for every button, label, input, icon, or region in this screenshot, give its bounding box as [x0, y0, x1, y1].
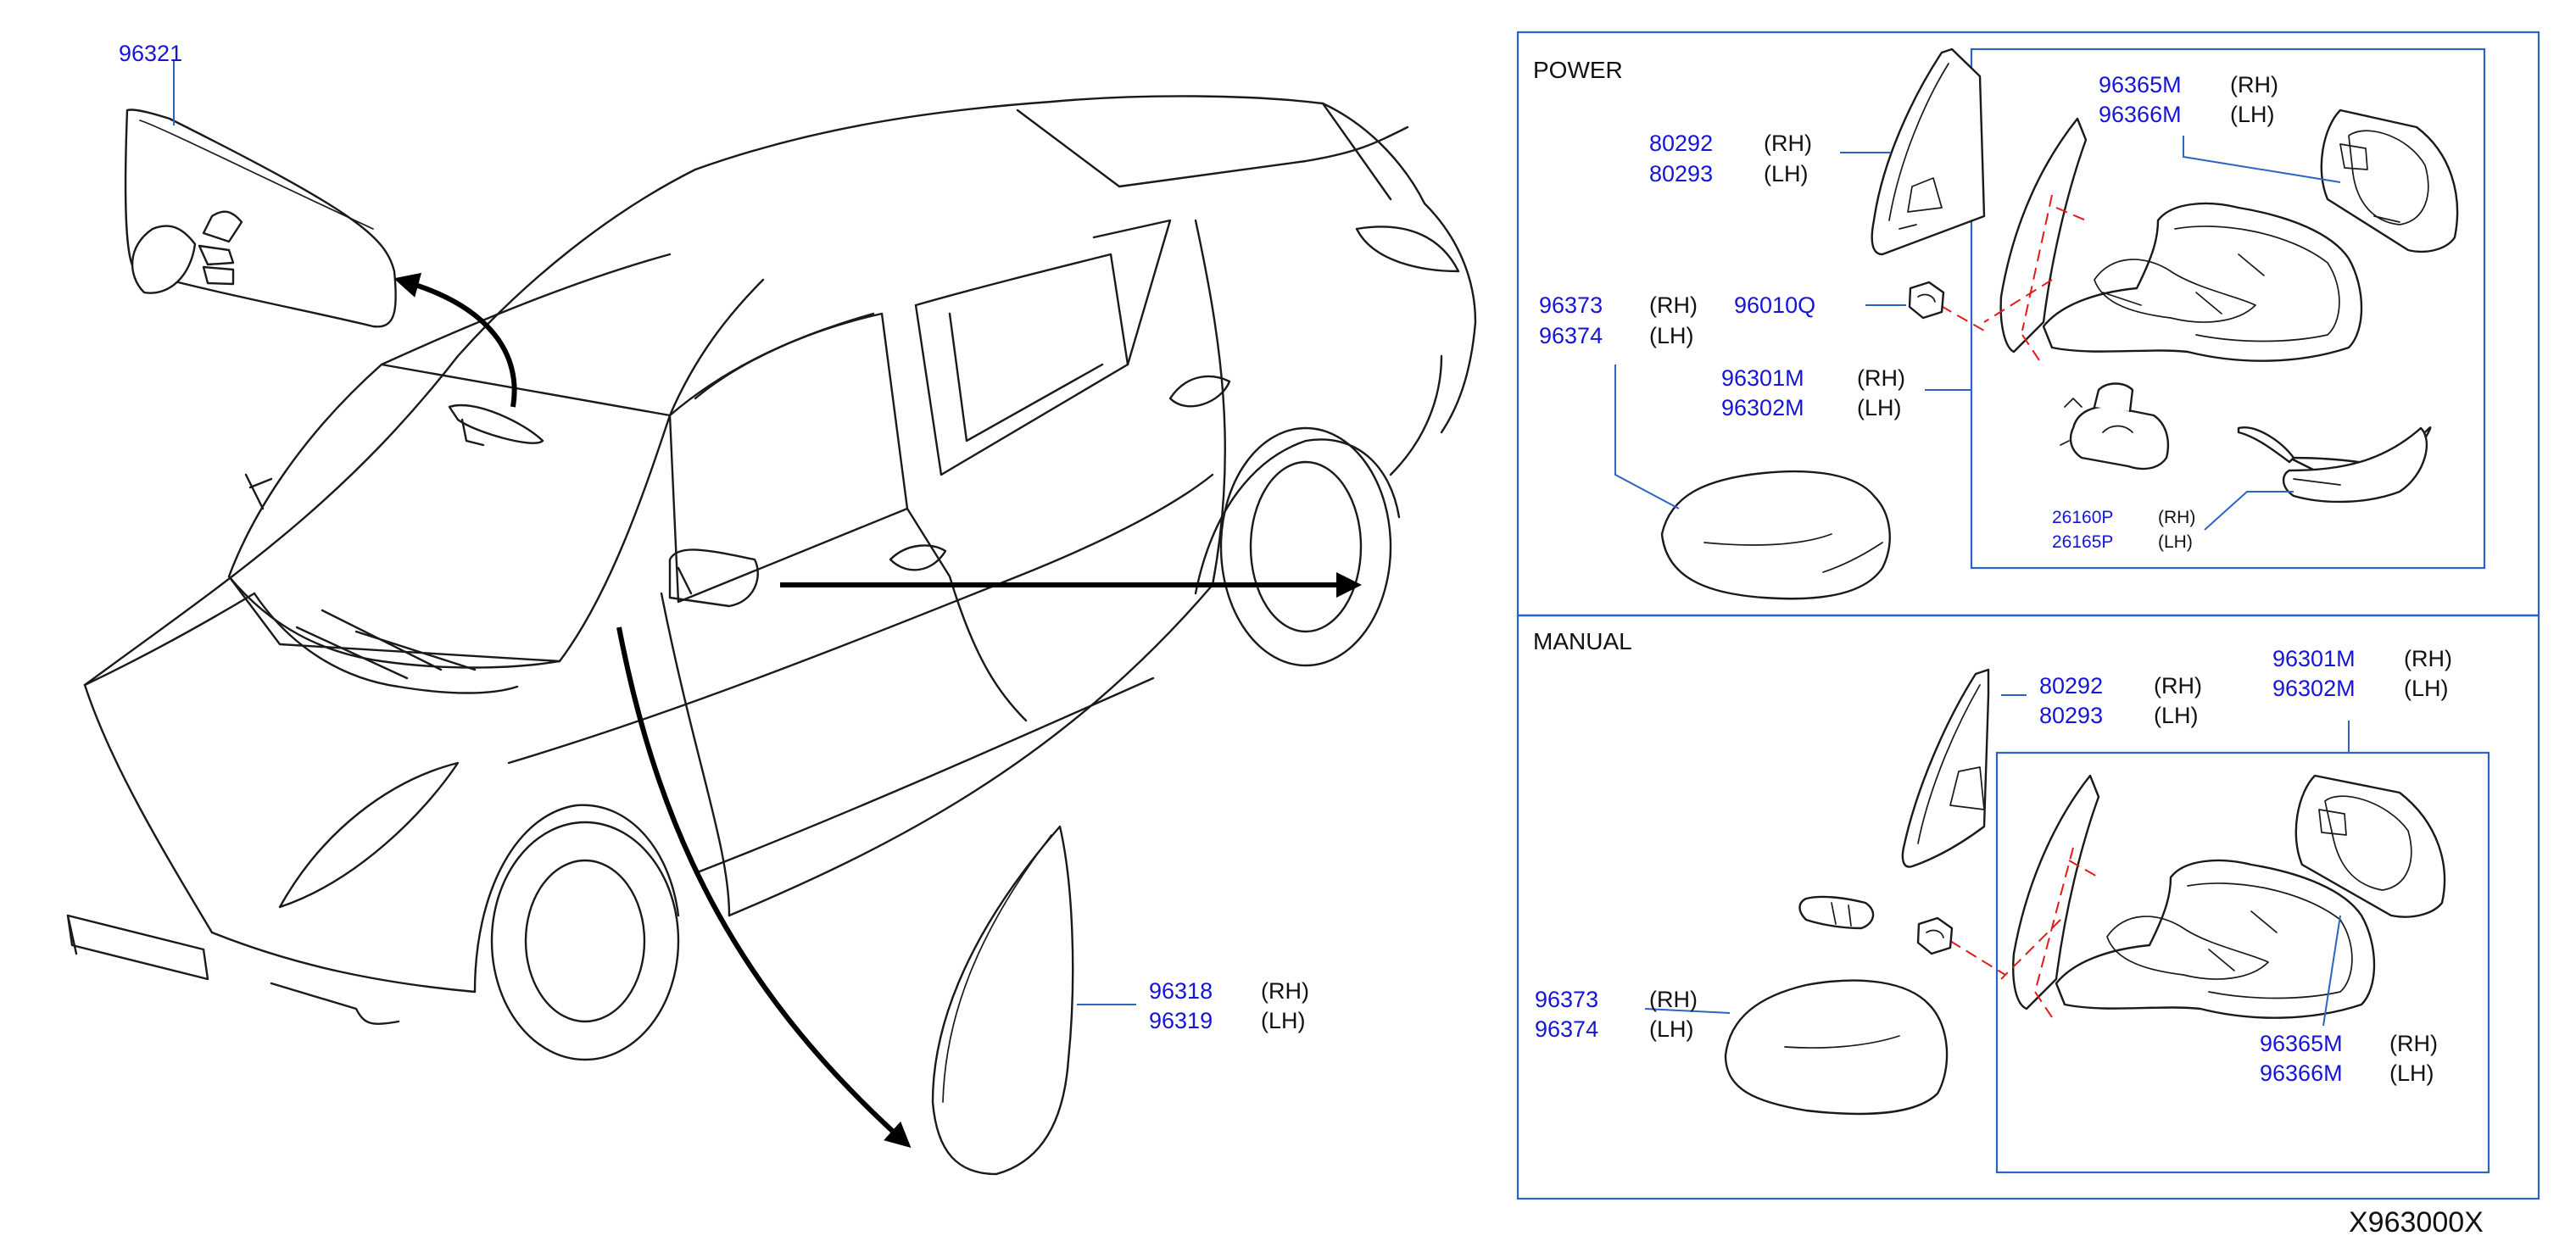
- side-label: (LH): [2230, 102, 2275, 127]
- part-number-label: 96010Q: [1734, 292, 1815, 318]
- side-label: (LH): [1764, 161, 1809, 186]
- manual-panel: [1516, 614, 2540, 1200]
- power-assembly-box: [1970, 47, 2486, 570]
- car-outline-icon: [66, 95, 1477, 1061]
- side-label: (LH): [2389, 1060, 2434, 1086]
- mirror-base-nut-icon: [1908, 281, 1945, 320]
- side-label: (RH): [1261, 978, 1309, 1004]
- part-number-label: 80293: [2039, 703, 2103, 728]
- mirror-glass-icon: [2294, 774, 2446, 918]
- part-number-label: 96301M: [2272, 646, 2356, 671]
- mirror-cover-icon: [1724, 979, 1949, 1116]
- side-label: (RH): [2404, 646, 2452, 671]
- part-number-label: 96318: [1149, 978, 1213, 1004]
- part-number-label: 96373: [1535, 987, 1598, 1012]
- side-label: (RH): [1764, 131, 1812, 156]
- part-number-label: 96319: [1149, 1008, 1213, 1033]
- inside-rearview-mirror-icon: [124, 109, 397, 328]
- side-label: (LH): [1857, 395, 1902, 420]
- part-number-label: 80292: [2039, 673, 2103, 699]
- manual-assembly-box: [1995, 751, 2490, 1174]
- part-number-label: 96374: [1535, 1016, 1598, 1042]
- outside-door-mirror-icon: [2012, 774, 2376, 1019]
- side-label: (LH): [1649, 323, 1694, 348]
- part-number-label: 96301M: [1721, 365, 1804, 391]
- part-number-label: 80292: [1649, 131, 1713, 156]
- part-number-label: 96365M: [2260, 1031, 2343, 1056]
- side-label: (RH): [1649, 987, 1698, 1012]
- mirror-base-nut-icon: [1916, 916, 1954, 955]
- part-number-label: 96365M: [2099, 72, 2182, 97]
- part-number-label: 96373: [1539, 292, 1603, 318]
- side-turn-lamp-icon: [2237, 426, 2432, 504]
- part-number-label: 26165P: [2052, 532, 2113, 552]
- mirror-motor-icon: [1798, 895, 1875, 930]
- side-label: (RH): [1649, 292, 1698, 318]
- mirror-glass-icon: [2320, 109, 2459, 253]
- part-number-label: 26160P: [2052, 508, 2113, 527]
- section-title: MANUAL: [1533, 628, 1632, 654]
- door-corner-finisher-icon: [1901, 668, 1990, 868]
- part-number-label: 80293: [1649, 161, 1713, 186]
- door-corner-finisher-icon: [1871, 47, 1986, 256]
- mirror-cover-icon: [1660, 470, 1891, 600]
- part-number-label: 96366M: [2099, 102, 2182, 127]
- part-number-label: 96374: [1539, 323, 1603, 348]
- mirror-glass-icon: [931, 825, 1074, 1176]
- side-label: (RH): [2230, 72, 2278, 97]
- side-label: (LH): [1649, 1016, 1694, 1042]
- side-label: (RH): [2158, 508, 2195, 527]
- drawing-code: X963000X: [2349, 1206, 2484, 1239]
- section-title: POWER: [1533, 57, 1623, 83]
- outside-door-mirror-icon: [1999, 117, 2363, 362]
- side-label: (RH): [2154, 673, 2202, 699]
- side-label: (LH): [2404, 676, 2449, 701]
- leader-arrow-icon: [616, 626, 912, 1149]
- side-label: (LH): [1261, 1008, 1306, 1033]
- part-number-label: 96321: [119, 41, 182, 66]
- side-label: (RH): [1857, 365, 1905, 391]
- part-number-label: 96302M: [1721, 395, 1804, 420]
- mirror-motor-icon: [2060, 382, 2170, 470]
- side-label: (LH): [2158, 532, 2193, 552]
- part-number-label: 96302M: [2272, 676, 2356, 701]
- side-label: (RH): [2389, 1031, 2438, 1056]
- leader-arrow-icon: [393, 272, 517, 408]
- side-label: (LH): [2154, 703, 2199, 728]
- part-number-label: 96366M: [2260, 1060, 2343, 1086]
